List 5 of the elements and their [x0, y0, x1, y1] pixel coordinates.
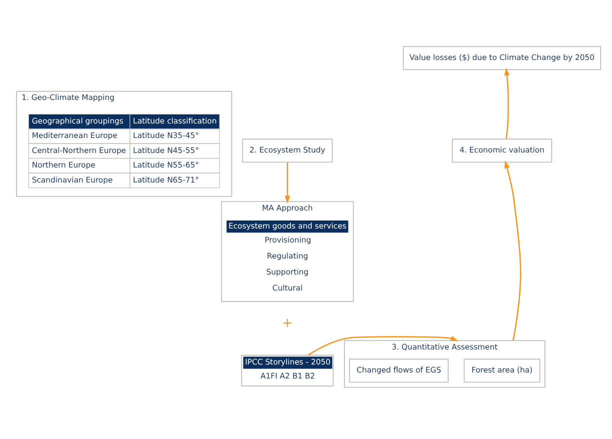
arrow	[504, 68, 510, 140]
label: +	[282, 316, 293, 332]
arrow	[504, 160, 522, 341]
arrow	[284, 162, 290, 204]
arrow	[308, 336, 458, 356]
